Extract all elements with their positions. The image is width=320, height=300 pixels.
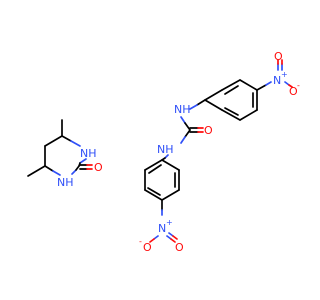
- chemical-structure-canvas: NH NH O: [27, 50, 300, 254]
- lower-phenyl-ring: [144, 159, 180, 201]
- atom-label-nitro-bottom-o2: O: [175, 241, 184, 254]
- atom-label-urea-nh-bottom: NH: [157, 143, 174, 156]
- atom-label-nitro-top-o1: O: [274, 50, 283, 63]
- atom-label-nitro-top-n: N: [273, 74, 281, 87]
- atom-label-nitro-top-o2: O: [289, 85, 298, 98]
- atom-label-nitro-bottom-o1: O: [143, 241, 152, 254]
- charge-nitro-top-n: +: [281, 70, 288, 79]
- atom-label-nh-bottom: NH: [57, 176, 74, 189]
- atom-label-nh-top: NH: [80, 147, 97, 160]
- atom-label-urea-oxygen: O: [204, 124, 213, 137]
- atom-label-urea-nh-top: NH: [174, 103, 191, 116]
- charge-nitro-top-o2: -: [297, 81, 300, 90]
- upper-phenyl-ring: [204, 79, 258, 121]
- atom-label-oxygen: O: [94, 161, 103, 174]
- charge-nitro-bottom-n: +: [166, 218, 173, 227]
- molecule-bis-nitrophenyl-urea: NH O NH N + O O - N + O - O: [139, 50, 300, 254]
- atom-label-nitro-bottom-n: N: [158, 222, 166, 235]
- charge-nitro-bottom-o1: -: [139, 237, 142, 246]
- molecule-dimethyl-tetrahydropyrimidinone: NH NH O: [27, 119, 103, 189]
